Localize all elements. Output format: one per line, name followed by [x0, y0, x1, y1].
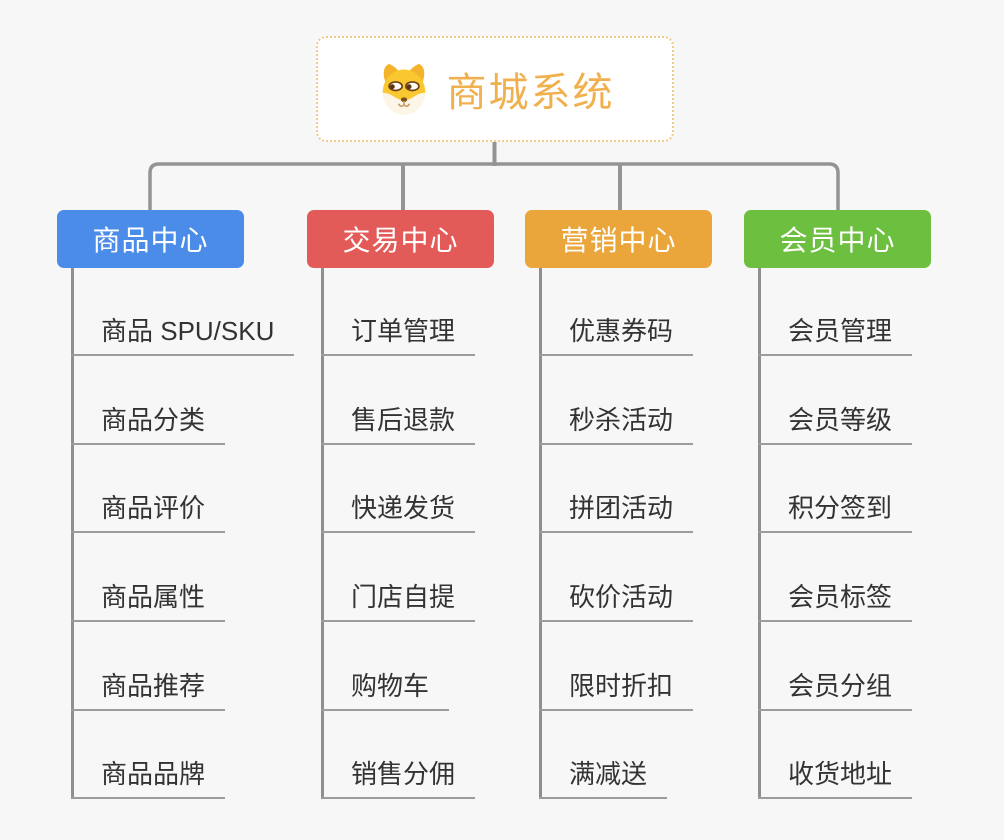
branch-drop-lines	[401, 164, 622, 211]
branch-trade-center: 交易中心 订单管理 售后退款 快递发货 门店自提 购物车 销售分佣	[307, 0, 557, 840]
branch-node-marketing-center[interactable]: 营销中心	[525, 210, 712, 268]
root-node-label: 商城系统	[446, 71, 615, 115]
child-node-product-category[interactable]: 商品分类	[71, 403, 226, 445]
child-node-member-level[interactable]: 会员等级	[758, 403, 913, 445]
child-node-group-buy[interactable]: 拼团活动	[539, 491, 694, 533]
branch-marketing-center: 营销中心 优惠券码 秒杀活动 拼团活动 砍价活动 限时折扣 满减送	[525, 0, 775, 840]
branch-trunk-line	[321, 268, 324, 799]
child-node-limited-time-discount[interactable]: 限时折扣	[539, 669, 694, 711]
child-node-member-management[interactable]: 会员管理	[758, 314, 913, 356]
branch-trunk-line	[71, 268, 74, 799]
shiba-dog-icon	[382, 63, 425, 116]
child-node-product-recommend[interactable]: 商品推荐	[71, 669, 226, 711]
branch-trunk-line	[539, 268, 542, 799]
branch-trunk-line	[758, 268, 761, 799]
branch-node-trade-center[interactable]: 交易中心	[307, 210, 494, 268]
branch-node-member-center[interactable]: 会员中心	[744, 210, 931, 268]
child-node-shipping-address[interactable]: 收货地址	[758, 757, 913, 799]
child-node-product-attribute[interactable]: 商品属性	[71, 580, 226, 622]
child-node-bargain-activity[interactable]: 砍价活动	[539, 580, 694, 622]
child-node-store-pickup[interactable]: 门店自提	[321, 580, 476, 622]
child-node-sales-commission[interactable]: 销售分佣	[321, 757, 476, 799]
child-node-product-brand[interactable]: 商品品牌	[71, 757, 226, 799]
child-node-order-management[interactable]: 订单管理	[321, 314, 476, 356]
child-node-points-checkin[interactable]: 积分签到	[758, 491, 913, 533]
child-node-member-group[interactable]: 会员分组	[758, 669, 913, 711]
child-node-express-delivery[interactable]: 快递发货	[321, 491, 476, 533]
branch-label: 营销中心	[560, 225, 677, 256]
branch-product-center: 商品中心 商品 SPU/SKU 商品分类 商品评价 商品属性 商品推荐 商品品牌	[57, 0, 307, 840]
branch-label: 交易中心	[342, 225, 459, 256]
branch-label: 会员中心	[779, 225, 896, 256]
child-node-product-spu-sku[interactable]: 商品 SPU/SKU	[71, 314, 295, 356]
child-node-full-reduction[interactable]: 满减送	[539, 757, 668, 799]
branch-label: 商品中心	[92, 225, 209, 256]
child-node-shopping-cart[interactable]: 购物车	[321, 669, 450, 711]
root-node-mall-system[interactable]: 商城系统	[316, 36, 674, 142]
child-node-flash-sale[interactable]: 秒杀活动	[539, 403, 694, 445]
branch-node-product-center[interactable]: 商品中心	[57, 210, 244, 268]
child-node-member-tag[interactable]: 会员标签	[758, 580, 913, 622]
branch-member-center: 会员中心 会员管理 会员等级 积分签到 会员标签 会员分组 收货地址	[744, 0, 994, 840]
child-node-product-review[interactable]: 商品评价	[71, 491, 226, 533]
child-node-after-sale-refund[interactable]: 售后退款	[321, 403, 476, 445]
child-node-coupon-code[interactable]: 优惠券码	[539, 314, 694, 356]
